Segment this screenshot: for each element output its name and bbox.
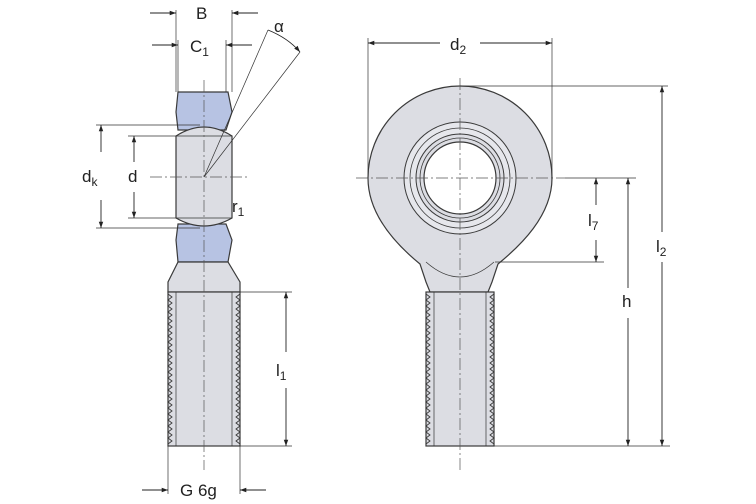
side-dimensions xyxy=(96,10,301,494)
front-view xyxy=(356,78,565,470)
label-C1: C1 xyxy=(190,37,209,59)
thread-teeth-right xyxy=(235,293,241,445)
front-thread-teeth-left xyxy=(425,293,431,445)
label-B: B xyxy=(196,4,207,23)
label-thread: G 6g xyxy=(180,481,217,500)
thread-teeth-left xyxy=(167,293,173,445)
front-thread-teeth-right xyxy=(489,293,495,445)
label-r1: r1 xyxy=(232,197,245,219)
label-h: h xyxy=(622,292,631,311)
label-l2: l2 xyxy=(656,237,667,259)
label-l1: l1 xyxy=(276,361,287,383)
label-d: d xyxy=(128,167,137,186)
label-dk: dk xyxy=(82,167,98,189)
dimension-labels: B C1 α dk d r1 l1 G 6g d2 l7 h l2 xyxy=(82,4,667,500)
label-d2: d2 xyxy=(450,35,466,57)
label-alpha: α xyxy=(274,17,284,36)
side-view xyxy=(150,80,250,470)
label-l7: l7 xyxy=(588,211,599,233)
front-dimensions xyxy=(367,38,670,447)
